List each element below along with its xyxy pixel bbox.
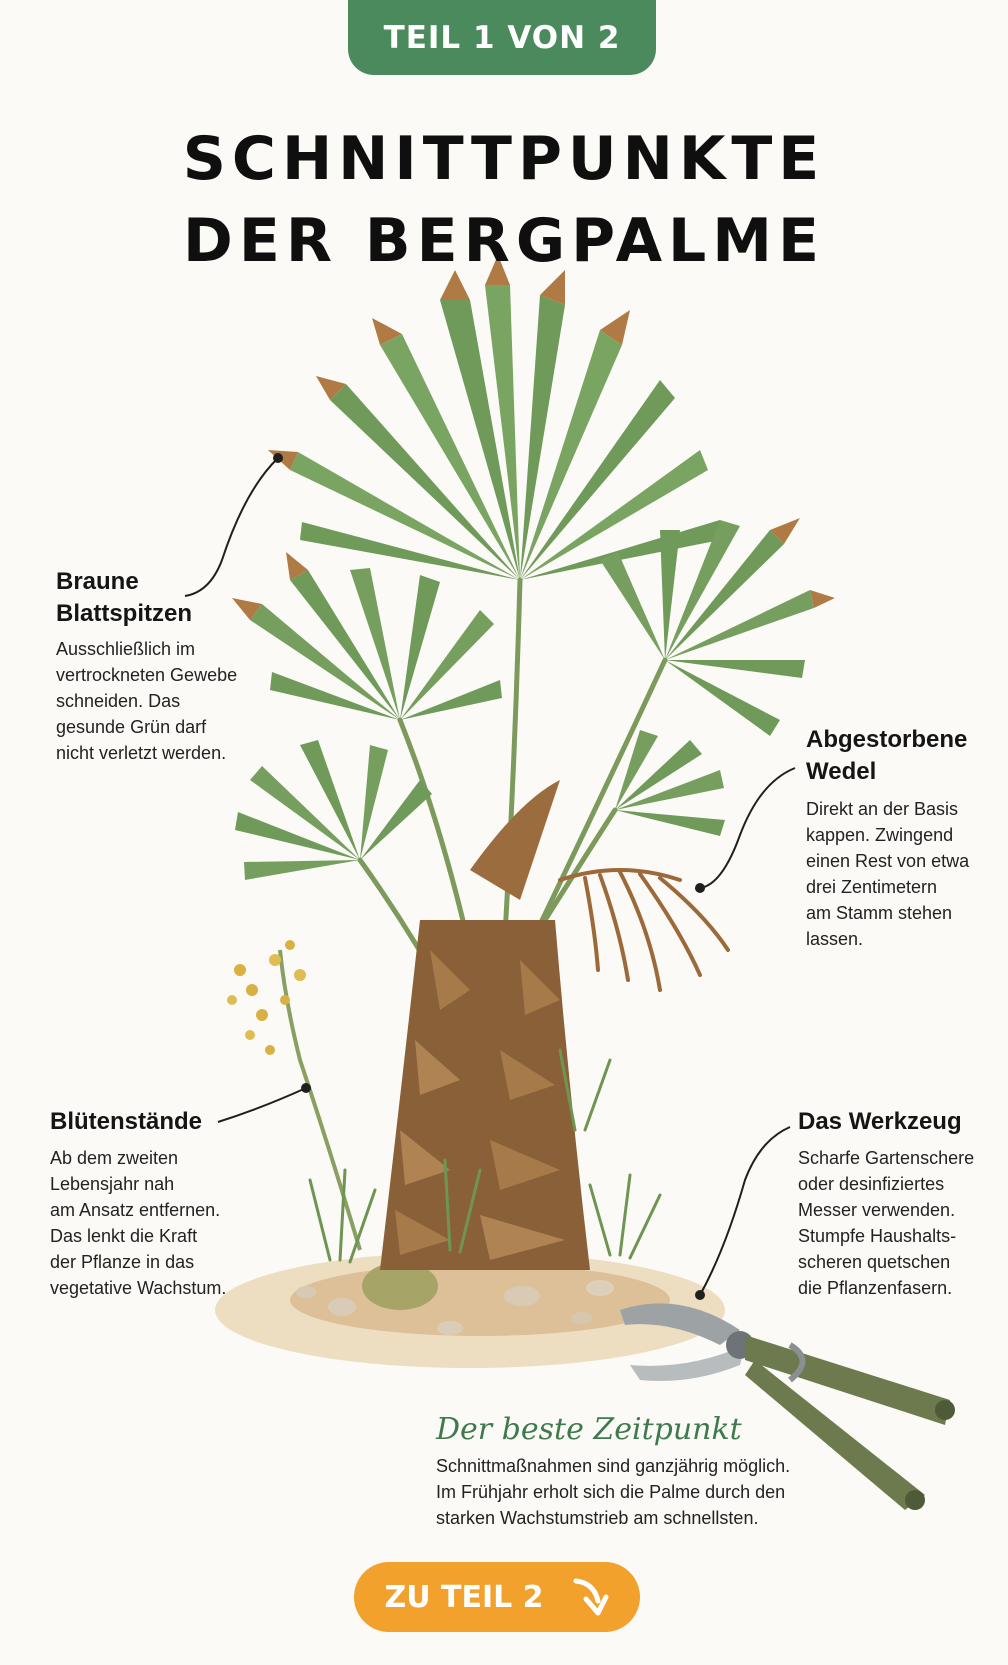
- callout-text: Direkt an der Basis kappen. Zwingend ein…: [806, 796, 969, 952]
- callout-text-line: Lebensjahr nah: [50, 1174, 175, 1194]
- lower-left-frond: [235, 740, 432, 880]
- callout-text-line: Das lenkt die Kraft: [50, 1226, 198, 1246]
- callout-text-line: nicht verletzt werden.: [56, 743, 227, 763]
- callout-text-line: der Pflanze in das: [50, 1252, 195, 1272]
- title-line-2: DER BERGPALME: [183, 206, 825, 276]
- callout-text-line: Messer verwenden.: [798, 1200, 956, 1220]
- callout-heading: Das Werkzeug: [798, 1106, 962, 1138]
- callout-text-line: Ausschließlich im: [56, 639, 196, 659]
- callout-heading-line: Abgestorbene: [806, 726, 968, 753]
- callout-text-line: drei Zentimetern: [806, 877, 938, 897]
- callout-text-line: kappen. Zwingend: [806, 825, 954, 845]
- callout-text-line: Stumpfe Haushalts-: [798, 1226, 957, 1246]
- timing-text-line: Schnittmaßnahmen sind ganzjährig möglich…: [436, 1456, 791, 1476]
- leader-lines: [184, 457, 796, 1296]
- callout-heading: Braune Blattspitzen: [56, 566, 192, 630]
- callout-text: Ab dem zweiten Lebensjahr nah am Ansatz …: [50, 1145, 226, 1301]
- ground: [215, 1252, 725, 1368]
- callout-text-line: oder desinfiziertes: [798, 1174, 945, 1194]
- callout-text: Scharfe Gartenschere oder desinfiziertes…: [798, 1145, 974, 1301]
- callout-heading: Blütenstände: [50, 1106, 202, 1138]
- part-indicator-badge: TEIL 1 VON 2: [348, 0, 656, 75]
- part-indicator-label: TEIL 1 VON 2: [383, 19, 621, 56]
- pruning-shears-illustration: [620, 1303, 955, 1510]
- leader-dots: [273, 453, 705, 1300]
- callout-text-line: schneiden. Das: [56, 691, 181, 711]
- dead-frond: [558, 868, 730, 992]
- callout-heading-line: Wedel: [806, 758, 877, 785]
- callout-text-line: einen Rest von etwa: [806, 851, 970, 871]
- callout-text-line: scheren quetschen: [798, 1252, 951, 1272]
- trunk: [380, 780, 590, 1270]
- callout-text-line: vertrockneten Gewebe: [56, 665, 238, 685]
- callout-text-line: Scharfe Gartenschere: [798, 1148, 975, 1168]
- arrow-down-right-icon: [573, 1578, 609, 1616]
- callout-text-line: am Ansatz entfernen.: [50, 1200, 221, 1220]
- timing-text-line: starken Wachstumstrieb am schnellsten.: [436, 1508, 759, 1528]
- page-title: SCHNITTPUNKTE DER BERGPALME: [0, 118, 1008, 282]
- callout-heading: Abgestorbene Wedel: [806, 724, 967, 788]
- timing-heading: Der beste Zeitpunkt: [436, 1412, 742, 1447]
- callout-heading-line: Blütenstände: [50, 1108, 203, 1135]
- next-part-button-label: ZU TEIL 2: [384, 1579, 544, 1615]
- grass: [308, 1048, 662, 1264]
- callout-text-line: am Stamm stehen: [806, 903, 953, 923]
- callout-text-line: gesunde Grün darf: [56, 717, 207, 737]
- callout-text-line: Ab dem zweiten: [50, 1148, 179, 1168]
- top-frond: [268, 255, 720, 580]
- callout-text: Ausschließlich im vertrockneten Gewebe s…: [56, 636, 237, 766]
- callout-text-line: Direkt an der Basis: [806, 799, 959, 819]
- timing-text-line: Im Frühjahr erholt sich die Palme durch …: [436, 1482, 786, 1502]
- timing-text: Schnittmaßnahmen sind ganzjährig möglich…: [436, 1453, 816, 1531]
- right-frond: [600, 518, 835, 736]
- left-frond: [232, 552, 502, 720]
- callout-text-line: lassen.: [806, 929, 864, 949]
- callout-heading-line: Braune: [56, 568, 139, 595]
- mid-right-frond: [615, 730, 725, 836]
- flower-stalk: [227, 940, 362, 1251]
- callout-heading-line: Das Werkzeug: [798, 1108, 962, 1135]
- next-part-button[interactable]: ZU TEIL 2: [354, 1562, 640, 1632]
- title-line-1: SCHNITTPUNKTE: [182, 124, 826, 194]
- callout-text-line: vegetative Wachstum.: [50, 1278, 227, 1298]
- callout-heading-line: Blattspitzen: [56, 600, 193, 627]
- callout-text-line: die Pflanzenfasern.: [798, 1278, 953, 1298]
